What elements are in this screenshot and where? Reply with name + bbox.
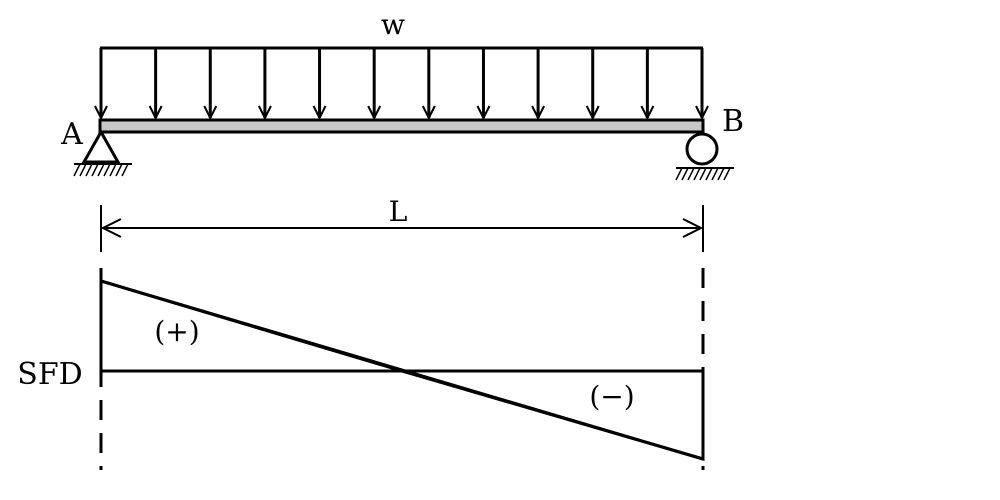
load-arrow-head bbox=[312, 105, 327, 121]
ground-hatch-line bbox=[723, 167, 731, 181]
load-arrow-head bbox=[367, 105, 382, 121]
ground-hatch-line bbox=[103, 163, 111, 177]
roller-circle bbox=[685, 132, 719, 166]
ground-hatch-line bbox=[711, 167, 719, 181]
dimension-arrow-right bbox=[682, 218, 704, 238]
span-dimension: L bbox=[100, 195, 704, 252]
support-label-b: B bbox=[722, 104, 744, 139]
ground-hatch-line bbox=[97, 163, 105, 177]
load-arrow-head bbox=[258, 105, 272, 121]
ground-hatch-line bbox=[693, 167, 701, 181]
load-arrow-head bbox=[94, 105, 108, 121]
sfd-shear-line bbox=[100, 279, 704, 461]
ground-hatch-line bbox=[705, 167, 713, 181]
beam bbox=[98, 118, 705, 134]
roller-ground-hatch bbox=[675, 167, 731, 181]
sfd-positive-label: (+) bbox=[154, 315, 199, 348]
load-arrow-head bbox=[148, 105, 163, 121]
sfd-negative-label: (−) bbox=[589, 380, 634, 413]
ground-hatch-line bbox=[687, 167, 695, 181]
ground-hatch-line bbox=[675, 167, 683, 181]
pin-triangle bbox=[81, 128, 121, 164]
load-arrow-head bbox=[203, 105, 218, 121]
span-label: L bbox=[389, 195, 408, 228]
support-label-a: A bbox=[60, 117, 83, 152]
ground-hatch-line bbox=[85, 163, 93, 177]
ground-hatch-line bbox=[681, 167, 689, 181]
ground-hatch-line bbox=[121, 163, 129, 177]
load-arrow-head bbox=[640, 105, 655, 121]
dimension-arrow-left bbox=[100, 218, 122, 238]
ground-hatch-line bbox=[79, 163, 87, 177]
ground-hatch-line bbox=[91, 163, 99, 177]
sfd-label: SFD bbox=[17, 357, 82, 392]
load-arrows bbox=[94, 48, 709, 121]
ground-hatch-line bbox=[73, 163, 81, 177]
load-arrow-head bbox=[476, 105, 491, 121]
ground-hatch-line bbox=[717, 167, 725, 181]
roller-support: B bbox=[675, 104, 744, 181]
load-arrow-head bbox=[531, 105, 545, 121]
load-label: w bbox=[381, 8, 405, 41]
ground-hatch-line bbox=[109, 163, 117, 177]
shear-force-diagram: SFD (+) (−) bbox=[17, 268, 705, 470]
ground-hatch-line bbox=[115, 163, 123, 177]
ground-hatch-line bbox=[699, 167, 707, 181]
load-arrow-head bbox=[585, 105, 600, 121]
distributed-load: w bbox=[94, 8, 709, 121]
pin-ground-hatch bbox=[73, 163, 129, 177]
load-arrow-head bbox=[695, 105, 709, 121]
load-arrow-head bbox=[421, 105, 436, 121]
pin-support: A bbox=[60, 117, 132, 177]
